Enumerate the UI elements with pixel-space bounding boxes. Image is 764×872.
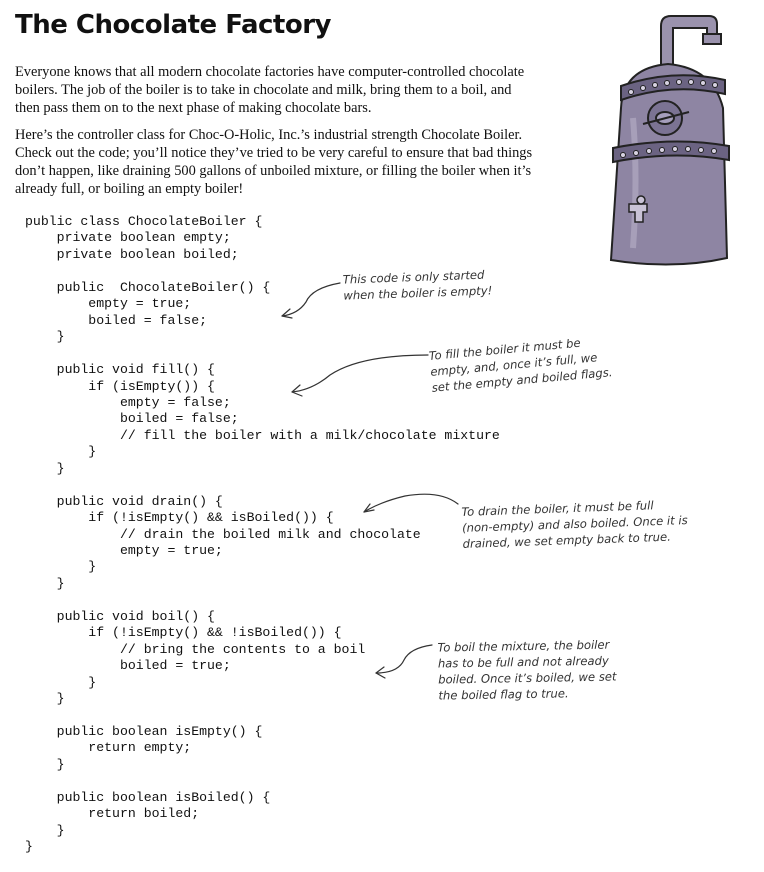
code-line: public void fill() { — [25, 362, 215, 378]
code-line: empty = true; — [25, 543, 223, 559]
code-listing: public class ChocolateBoiler { private b… — [25, 214, 500, 856]
code-line: } — [25, 756, 65, 772]
code-line: if (!isEmpty() && !isBoiled()) { — [25, 625, 342, 641]
constructor-annotation: This code is only started when the boile… — [342, 266, 493, 303]
drain-annotation: To drain the boiler, it must be full (no… — [461, 496, 688, 552]
code-line: } — [25, 460, 65, 476]
code-line: } — [25, 559, 97, 575]
code-line: } — [25, 822, 65, 838]
page-title: The Chocolate Factory — [15, 10, 332, 40]
code-line: if (!isEmpty() && isBoiled()) { — [25, 510, 334, 526]
code-line: } — [25, 674, 97, 690]
code-line: empty = true; — [25, 296, 192, 312]
code-line: public boolean isEmpty() { — [25, 723, 263, 739]
code-line: boiled = false; — [25, 312, 208, 328]
intro-paragraph: Everyone knows that all modern chocolate… — [15, 64, 525, 116]
code-line: if (isEmpty()) { — [25, 378, 215, 394]
boil-annotation: To boil the mixture, the boiler has to b… — [437, 636, 616, 703]
code-line: boiled = false; — [25, 411, 239, 427]
code-line: public class ChocolateBoiler { — [25, 214, 263, 229]
code-line: } — [25, 839, 33, 855]
code-line: public void drain() { — [25, 493, 223, 509]
code-line: } — [25, 575, 65, 591]
code-line: boiled = true; — [25, 658, 231, 674]
code-line: // drain the boiled milk and chocolate — [25, 526, 421, 542]
chocolate-boiler-illustration — [609, 15, 730, 266]
code-line: public void boil() { — [25, 608, 215, 624]
code-line: // fill the boiler with a milk/chocolate… — [25, 427, 500, 443]
code-line: empty = false; — [25, 394, 231, 410]
code-line: private boolean empty; — [25, 230, 231, 246]
code-line: } — [25, 329, 65, 345]
code-line: // bring the contents to a boil — [25, 641, 366, 657]
code-line: public ChocolateBoiler() { — [25, 279, 271, 295]
annotation-line: the boiled flag to true. — [438, 686, 569, 703]
controller-paragraph: Here’s the controller class for Choc-O-H… — [15, 127, 533, 197]
code-line: return boiled; — [25, 806, 200, 822]
code-line: } — [25, 691, 65, 707]
annotation-line: boiled. Once it’s boiled, we set — [438, 669, 617, 687]
code-line: return empty; — [25, 740, 192, 756]
code-line: private boolean boiled; — [25, 246, 239, 262]
code-line: public boolean isBoiled() { — [25, 789, 271, 805]
code-line: } — [25, 444, 97, 460]
